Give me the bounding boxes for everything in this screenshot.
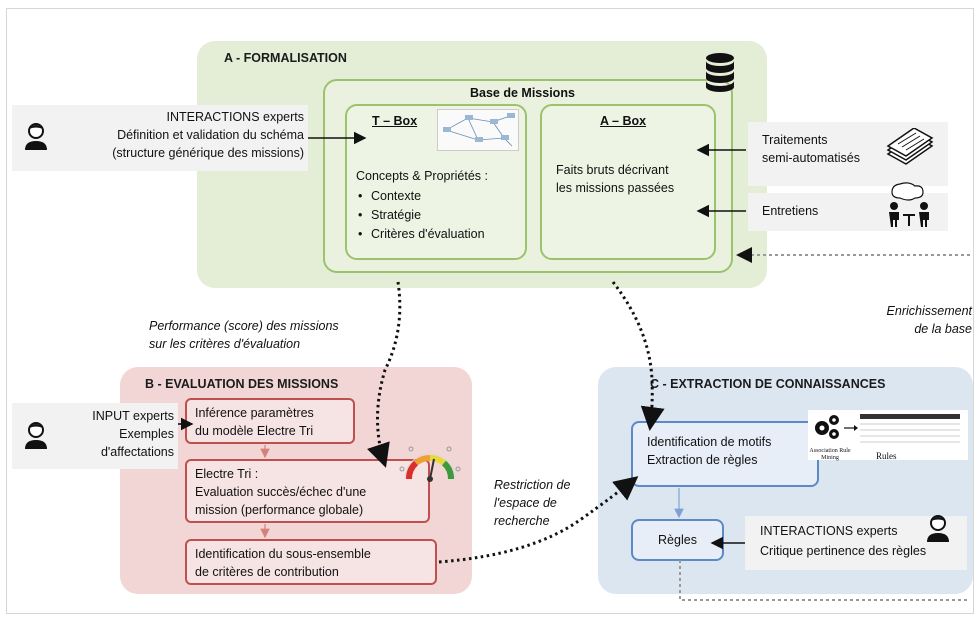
expert-person-icon: [926, 514, 950, 542]
abox-line1: Faits bruts décrivant: [556, 163, 669, 177]
expert-interactions-box: [12, 105, 308, 171]
panel-c-title: C - EXTRACTION DE CONNAISSANCES: [650, 377, 886, 391]
dotted-enrichissement-loop: [679, 255, 970, 601]
expert-person-icon: [24, 421, 48, 449]
entretiens-box: [748, 193, 948, 231]
contribution-line1: Identification du sous-ensemble: [195, 547, 371, 561]
arm-caption-line1: Association Rule: [809, 448, 851, 454]
tbox-bullet-item: Stratégie: [358, 206, 485, 225]
base-de-missions-title: Base de Missions: [470, 86, 575, 100]
enrichissement-label-line1: Enrichissement: [886, 304, 972, 318]
abox-title: A – Box: [600, 114, 647, 128]
tbox-subtitle: Concepts & Propriétés :: [356, 169, 489, 183]
entretiens-label: Entretiens: [762, 204, 819, 218]
expert-interactions-line1: INTERACTIONS experts: [166, 110, 304, 124]
tbox-title: T – Box: [372, 114, 418, 128]
performance-label-line1: Performance (score) des missions: [149, 319, 339, 333]
motifs-box: Identification de motifs Extraction de r…: [631, 421, 819, 487]
arm-caption: Association Rule Mining: [808, 448, 852, 462]
electre-line2: Evaluation succès/échec d'une: [195, 485, 367, 499]
diagram-frame: [6, 8, 974, 614]
expert-person-icon: [24, 122, 48, 150]
gauge-icon: [397, 439, 463, 483]
traitements-line2: semi-automatisés: [762, 151, 860, 165]
abox-line2: les missions passées: [556, 181, 675, 195]
critique-line1: INTERACTIONS experts: [760, 524, 898, 538]
electre-line3: mission (performance globale): [195, 503, 364, 517]
contribution-box: Identification du sous-ensemble de critè…: [185, 539, 437, 585]
inference-line2: du modèle Electre Tri: [195, 424, 314, 438]
inference-box: Inférence paramètres du modèle Electre T…: [185, 398, 355, 444]
critique-line2: Critique pertinence des règles: [760, 544, 927, 558]
expert-interactions-line3: (structure générique des missions): [112, 146, 304, 160]
association-rule-mining-image: [808, 410, 968, 460]
dotted-abox-to-motifs: [611, 281, 665, 431]
database-icon: [705, 52, 735, 92]
abox-box: [540, 104, 716, 260]
tbox-bullet-item: Critères d'évaluation: [358, 225, 485, 244]
enrichissement-label-line2: de la base: [914, 322, 972, 336]
restriction-label-line2: l'espace de: [494, 496, 557, 510]
performance-label-line2: sur les critères d'évaluation: [149, 337, 301, 351]
documents-icon: [884, 127, 936, 168]
electre-line1: Electre Tri :: [195, 467, 259, 481]
restriction-label-line1: Restriction de: [494, 478, 571, 492]
restriction-label-line3: recherche: [494, 514, 550, 528]
electre-tri-box: Electre Tri : Evaluation succès/échec d'…: [185, 459, 430, 523]
expert-interactions-line2: Définition et validation du schéma: [117, 128, 304, 142]
contribution-line2: de critères de contribution: [195, 565, 339, 579]
motifs-line1: Identification de motifs: [647, 435, 772, 449]
input-experts-line3: d'affectations: [100, 445, 174, 459]
ontology-graph-icon: [437, 109, 519, 151]
traitements-line1: Traitements: [762, 133, 828, 147]
interview-icon: [884, 182, 934, 228]
input-experts-line1: INPUT experts: [92, 409, 174, 423]
critique-experts-box: [745, 516, 967, 570]
dotted-contribution-to-motifs: [438, 476, 639, 564]
panel-a-title: A - FORMALISATION: [224, 51, 347, 65]
arm-caption-line2: Mining: [821, 455, 839, 461]
rules-label: Règles: [658, 533, 697, 547]
input-experts-line2: Exemples: [119, 427, 174, 441]
tbox-bullet-list: Contexte Stratégie Critères d'évaluation: [357, 187, 485, 244]
arm-rules-label: Rules: [876, 451, 897, 461]
tbox-bullet-item: Contexte: [358, 187, 485, 206]
panel-b-title: B - EVALUATION DES MISSIONS: [145, 377, 339, 391]
motifs-line2: Extraction de règles: [647, 453, 758, 467]
inference-line1: Inférence paramètres: [195, 406, 314, 420]
dotted-tbox-to-electre: [366, 281, 402, 468]
